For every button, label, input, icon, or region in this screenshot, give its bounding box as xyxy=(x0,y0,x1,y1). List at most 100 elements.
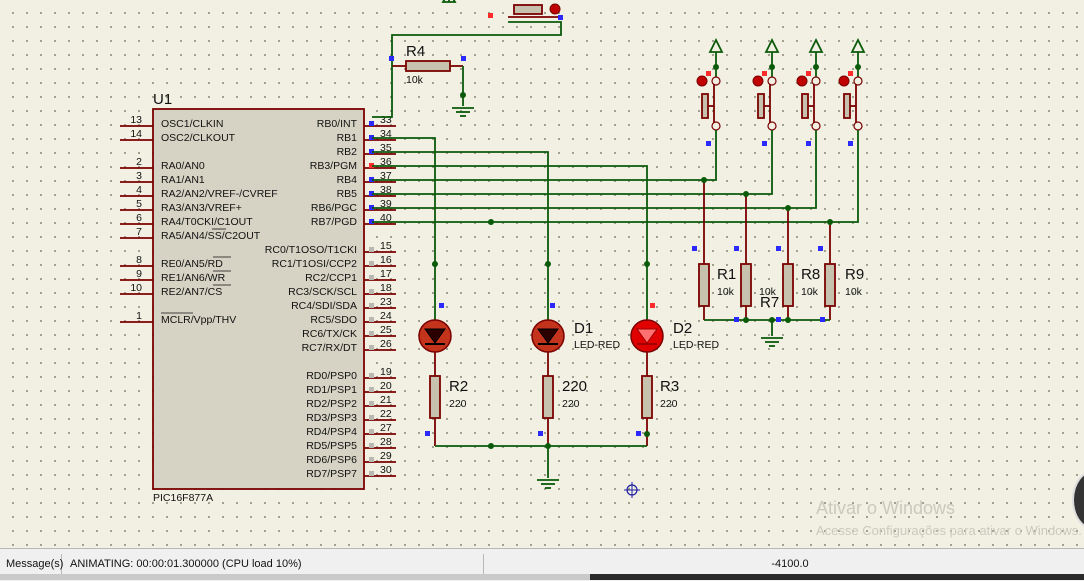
pin-state-indicator xyxy=(369,191,374,196)
pin-number: 23 xyxy=(380,296,392,308)
pin-label: RE1/AN6/WR xyxy=(161,272,226,284)
pin-number: 9 xyxy=(136,268,142,280)
pin-number: 29 xyxy=(380,450,392,462)
animation-status: ANIMATING: 00:00:01.300000 (CPU load 10%… xyxy=(64,554,484,574)
r3-value: 220 xyxy=(660,398,678,410)
pin-label: RB0/INT xyxy=(317,118,358,130)
pin-label: RA2/AN2/VREF-/CVREF xyxy=(161,188,278,200)
led-d1[interactable]: D1 LED-RED xyxy=(531,303,621,376)
pin-label: RD4/PSP4 xyxy=(306,426,357,438)
r8-ref: R8 xyxy=(801,266,820,283)
r7-value: 10k xyxy=(759,286,777,298)
resistor-r3[interactable]: R3 220 xyxy=(636,375,679,446)
resistor-r1[interactable]: R1 10k xyxy=(692,177,736,320)
pin-number: 40 xyxy=(380,212,392,224)
pin-state-indicator xyxy=(369,219,374,224)
crosshair-cursor-icon xyxy=(624,482,640,498)
r7-ref: R7 xyxy=(760,294,779,311)
r9-ref: R9 xyxy=(845,266,864,283)
r3-ref: R3 xyxy=(660,378,679,395)
pin-label: RC2/CCP1 xyxy=(305,272,357,284)
pin-label: RD7/PSP7 xyxy=(306,468,357,480)
watermark-line2: Acesse Configurações para ativar o Windo… xyxy=(816,523,1082,538)
pin-number: 27 xyxy=(380,422,392,434)
pin-label: MCLR/Vpp/THV xyxy=(161,314,236,326)
pushbutton-top[interactable] xyxy=(391,0,563,66)
resistor-r7[interactable]: R7 10k xyxy=(734,191,779,320)
pin-number: 2 xyxy=(136,156,142,168)
windows-activation-watermark: Ativar o Windows Acesse Configurações pa… xyxy=(816,498,1082,538)
pin-state-indicator xyxy=(369,163,374,168)
led-d2[interactable]: D2 LED-RED xyxy=(630,303,720,376)
pin-number: 8 xyxy=(136,254,142,266)
pin-state-indicator xyxy=(369,177,374,182)
resistor-r2[interactable]: R2 220 xyxy=(425,375,468,446)
pushbutton-3[interactable] xyxy=(796,37,824,146)
pin-number: 3 xyxy=(136,170,142,182)
port-b-wires xyxy=(372,137,830,320)
pushbutton-4[interactable] xyxy=(838,37,866,146)
r220-ref: 220 xyxy=(562,378,587,395)
pin-state-indicator xyxy=(369,429,374,434)
taskbar-edge xyxy=(0,574,1084,580)
pin-number: 14 xyxy=(130,128,142,140)
pin-label: RD5/PSP5 xyxy=(306,440,357,452)
pin-state-indicator xyxy=(369,261,374,266)
pin-number: 5 xyxy=(136,198,142,210)
pin-number: 21 xyxy=(380,394,392,406)
pin-number: 10 xyxy=(130,282,142,294)
r9-value: 10k xyxy=(845,286,863,298)
pin-label: RC6/TX/CK xyxy=(302,328,357,340)
pin-label: RE0/AN5/RD xyxy=(161,258,223,270)
pin-number: 30 xyxy=(380,464,392,476)
pin-state-indicator xyxy=(369,135,374,140)
pin-number: 15 xyxy=(380,240,392,252)
pushbutton-2[interactable] xyxy=(752,37,780,146)
led-unnamed[interactable] xyxy=(418,303,452,376)
r2-value: 220 xyxy=(449,398,467,410)
pin-label: RD2/PSP2 xyxy=(306,398,357,410)
pin-number: 39 xyxy=(380,198,392,210)
r4-value: 10k xyxy=(406,74,424,86)
pin-number: 28 xyxy=(380,436,392,448)
pin-state-indicator xyxy=(369,247,374,252)
resistor-r9[interactable]: R9 10k xyxy=(818,219,864,320)
wire-rb0 xyxy=(372,66,393,118)
pin-label: RA3/AN3/VREF+ xyxy=(161,202,242,214)
pin-label: RD3/PSP3 xyxy=(306,412,357,424)
pin-state-indicator xyxy=(369,303,374,308)
pin-state-indicator xyxy=(369,331,374,336)
pin-label: RD0/PSP0 xyxy=(306,370,357,382)
pin-number: 19 xyxy=(380,366,392,378)
d1-type: LED-RED xyxy=(574,339,621,351)
pin-number: 36 xyxy=(380,156,392,168)
resistor-r4[interactable]: R4 10k xyxy=(389,43,466,106)
pin-label: RC1/T1OSI/CCP2 xyxy=(272,258,357,270)
pushbutton-1[interactable] xyxy=(696,37,724,146)
messages-button[interactable]: Message(s) xyxy=(0,554,63,574)
pin-state-indicator xyxy=(369,415,374,420)
mcu-body[interactable] xyxy=(152,108,365,490)
pin-number: 33 xyxy=(380,114,392,126)
pin-label: RC5/SDO xyxy=(310,314,357,326)
pin-number: 26 xyxy=(380,338,392,350)
pin-number: 24 xyxy=(380,310,392,322)
resistor-r8[interactable]: R8 10k xyxy=(776,205,820,320)
pin-number: 18 xyxy=(380,282,392,294)
pin-state-indicator xyxy=(369,121,374,126)
pin-state-indicator xyxy=(369,471,374,476)
pin-label: RD6/PSP6 xyxy=(306,454,357,466)
pushbutton-array[interactable] xyxy=(696,37,866,223)
ground-r4 xyxy=(452,107,474,117)
pin-label: RC7/RX/DT xyxy=(302,342,358,354)
pin-number: 34 xyxy=(380,128,392,140)
pin-number: 17 xyxy=(380,268,392,280)
resistor-220[interactable]: 220 220 xyxy=(538,375,587,446)
pin-state-indicator xyxy=(369,457,374,462)
pin-state-indicator xyxy=(369,149,374,154)
pin-number: 4 xyxy=(136,184,142,196)
pin-state-indicator xyxy=(369,443,374,448)
